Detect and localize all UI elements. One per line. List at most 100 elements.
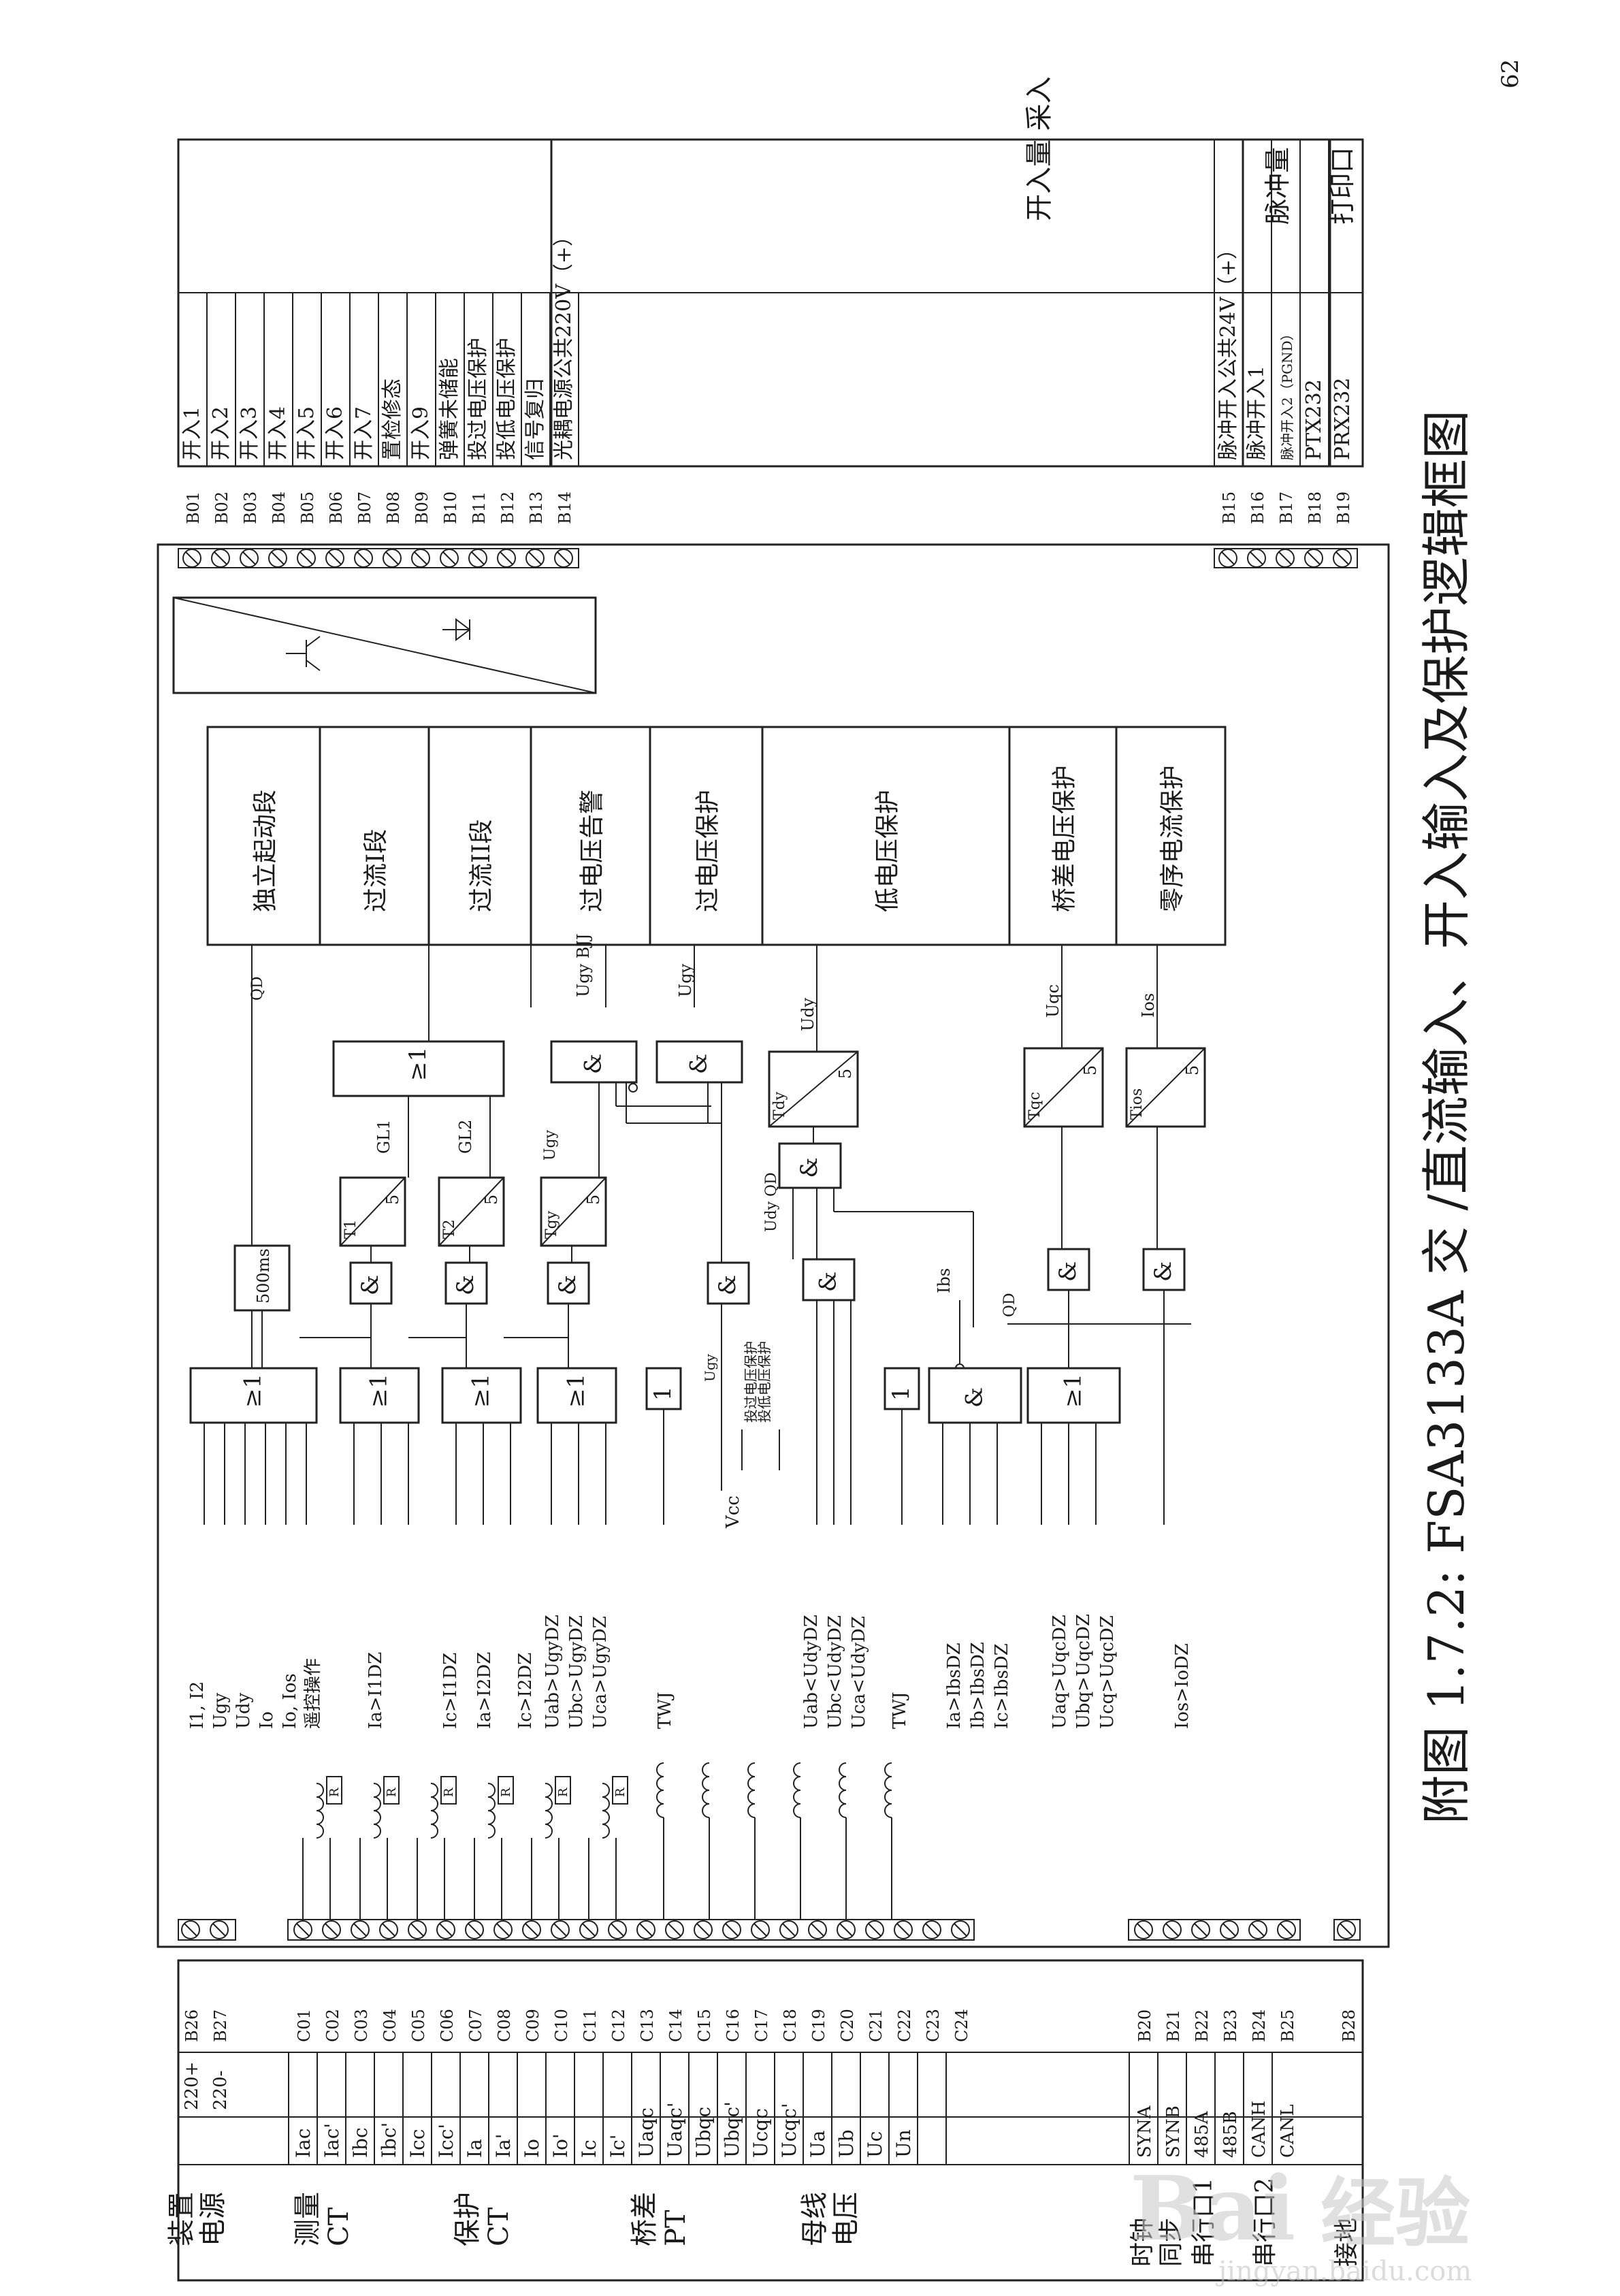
- ac-label-C18: Ucqc': [778, 2103, 800, 2158]
- condition-6-0: TWJ: [655, 1692, 675, 1730]
- print-port-label: 打印口: [1327, 147, 1357, 225]
- terminal-label-B21: B21: [1164, 2009, 1183, 2042]
- protection-0: 独立起动段: [252, 790, 280, 912]
- terminal-label-C10: C10: [552, 2009, 571, 2042]
- power-group-label: 电源: [197, 2192, 229, 2246]
- ac-group-0: CT: [323, 2207, 355, 2246]
- ct-coil: [602, 1796, 610, 1811]
- ct-resistor: [440, 1776, 457, 1805]
- input-label-B03: 开入3: [238, 406, 261, 460]
- ct-resistor-tag: R: [385, 1788, 399, 1797]
- terminal-C16-slash: [725, 1923, 739, 1937]
- led-icon: [442, 618, 471, 641]
- ct-resistor: [555, 1776, 571, 1805]
- power-terminal-strip: [178, 1919, 236, 1941]
- input-label-B14: 光耦电源公共220V（+）: [552, 226, 576, 460]
- ct-coil: [545, 1824, 553, 1839]
- condition-9-2: Ic>IbsDZ: [992, 1643, 1012, 1729]
- terminal-C07-slash: [468, 1923, 481, 1937]
- terminal-label-C07: C07: [466, 2009, 485, 2042]
- terminal-C17-slash: [754, 1923, 767, 1937]
- terminal-B04-slash: [271, 551, 285, 565]
- and-gate-udy2-symbol: &: [815, 1272, 842, 1292]
- pt-coil: [884, 1762, 892, 1777]
- and-gate-i2: [444, 1261, 488, 1305]
- condition-0-3: Io: [257, 1711, 277, 1729]
- ac-label-C09: Io: [521, 2139, 543, 2158]
- qd2-label: QD: [1001, 1293, 1018, 1317]
- ac-label-C08: Ia': [492, 2134, 515, 2158]
- timer-tios-diag: [1126, 1048, 1205, 1127]
- terminal-C10-slash: [553, 1923, 567, 1937]
- ground-terminal-strip: [1333, 1919, 1361, 1941]
- ct-coil: [487, 1796, 496, 1811]
- terminal-C12-slash: [611, 1923, 624, 1937]
- protection-5: 低电压保护: [874, 790, 902, 912]
- condition-10-1: Ubq>UqcDZ: [1073, 1614, 1094, 1729]
- vcc-label: Vcc: [723, 1495, 743, 1529]
- terminal-label-B20: B20: [1135, 2009, 1154, 2042]
- ac-group-2: 桥差: [629, 2192, 660, 2246]
- comm-group-2: 串行口2: [1251, 2178, 1279, 2267]
- ct-coil: [373, 1824, 381, 1839]
- terminal-label-B09: B09: [412, 491, 432, 524]
- terminal-label-B25: B25: [1278, 2009, 1297, 2042]
- protection-blocks: 独立起动段过流I段过流II段过电压告警过电压保护低电压保护桥差电压保护零序电流保…: [206, 726, 1227, 946]
- pt-coil: [747, 1762, 756, 1777]
- inverter-bubble: [628, 1083, 638, 1093]
- timer-t1-label: T1: [342, 1219, 359, 1239]
- terminal-label-B11: B11: [470, 491, 489, 524]
- terminal-B18-slash: [1307, 551, 1321, 565]
- and-gate-i2-symbol: &: [452, 1275, 479, 1295]
- terminal-label-C23: C23: [924, 2009, 943, 2042]
- gl2-label: GL2: [456, 1120, 475, 1154]
- ac-label-C06: Icc': [435, 2124, 457, 2158]
- input-label-B13: 信号复归: [523, 378, 547, 460]
- timer-tdy-diag: [768, 1051, 858, 1127]
- ct-coil: [602, 1783, 610, 1798]
- terminal-label-C16: C16: [724, 2009, 743, 2042]
- terminal-label-C20: C20: [838, 2009, 857, 2042]
- terminal-B06-slash: [328, 551, 342, 565]
- terminal-B13-slash: [528, 551, 542, 565]
- terminal-B26-slash: [184, 1923, 197, 1937]
- ibs-label: Ibs: [935, 1268, 954, 1293]
- ac-group-3: 电压: [830, 2192, 862, 2246]
- terminal-label-C05: C05: [409, 2009, 428, 2042]
- terminal-label-C01: C01: [295, 2009, 314, 2042]
- input-label-B07: 开入7: [352, 406, 376, 460]
- main-frame: [157, 543, 1390, 1948]
- terminal-C19-slash: [811, 1923, 824, 1937]
- condition-8-0: TWJ: [890, 1692, 910, 1730]
- and-gate-gy: [547, 1261, 590, 1305]
- timer-tgy-delay: 5: [584, 1195, 603, 1205]
- pt-coil: [702, 1762, 710, 1777]
- terminal-B14-slash: [557, 551, 570, 565]
- timer-tgy-label: Tgy: [543, 1210, 560, 1239]
- condition-4-0: Ic>I2DZ: [515, 1653, 536, 1729]
- terminal-label-B27: B27: [211, 2009, 230, 2042]
- or-gate-ia2: [441, 1367, 522, 1424]
- condition-2-0: Ic>I1DZ: [440, 1653, 461, 1729]
- condition-0-2: Udy: [233, 1692, 254, 1729]
- ac-label-C05: Icc: [406, 2129, 429, 2158]
- ac-label-C01: Iac: [292, 2129, 314, 2158]
- not-gate-twj: [645, 1367, 682, 1410]
- top-io-block: B01开入1B02开入2B03开入3B04开入4B05开入5B06开入6B07开…: [177, 76, 1364, 568]
- terminal-C09-slash: [525, 1923, 538, 1937]
- terminal-label-B13: B13: [527, 491, 546, 524]
- watermark-url: jingyan.baidu.com: [1216, 2256, 1472, 2287]
- terminal-label-C04: C04: [380, 2009, 400, 2042]
- ct-coil: [316, 1783, 324, 1798]
- and-gate-ugy-symbol: &: [685, 1054, 713, 1074]
- ac-label-C03: Ibc: [349, 2127, 372, 2158]
- terminal-B21-slash: [1165, 1923, 1179, 1937]
- pt-coil: [656, 1790, 664, 1805]
- terminal-label-B06: B06: [327, 491, 346, 524]
- condition-0-1: Ugy: [210, 1692, 231, 1729]
- terminal-label-C06: C06: [438, 2009, 457, 2042]
- condition-7-1: Ubc<UdyDZ: [825, 1615, 845, 1729]
- comm-group-0: 时钟: [1129, 2218, 1156, 2267]
- ac-label-C17: Ucqc: [749, 2108, 772, 2158]
